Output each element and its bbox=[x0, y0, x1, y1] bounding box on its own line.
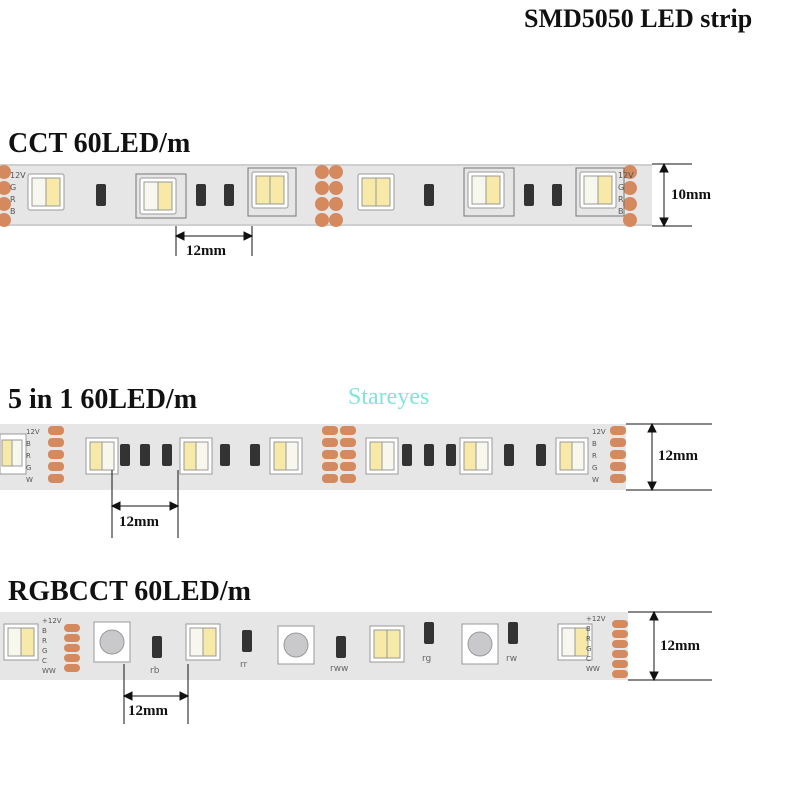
resistor-label-rr: rr bbox=[240, 660, 248, 670]
cct-resistor bbox=[96, 184, 562, 206]
pad-label: R bbox=[10, 195, 16, 204]
pad-label: G bbox=[10, 183, 17, 192]
rgbcct-width-dimension bbox=[628, 610, 712, 682]
pad-label: R bbox=[618, 195, 624, 204]
rgbcct-pitch-dimension bbox=[122, 664, 190, 724]
pad-label: B bbox=[586, 625, 591, 633]
pad-label: B bbox=[10, 207, 16, 216]
pad-label: 12V bbox=[10, 171, 26, 180]
pad-label: B bbox=[618, 207, 624, 216]
pad-label: W bbox=[26, 476, 33, 484]
pad-label: 12V bbox=[26, 428, 40, 436]
strip-label-5in1: 5 in 1 60LED/m bbox=[8, 384, 198, 415]
rgbcct-resistor bbox=[152, 622, 518, 658]
cct-solder-pads bbox=[0, 165, 637, 227]
pad-label: C bbox=[586, 655, 591, 663]
pad-label: WW bbox=[586, 665, 600, 673]
5in1-pad-labels-right: 12V B R G W bbox=[592, 426, 606, 486]
pad-label: C bbox=[42, 657, 47, 665]
pad-label: +12V bbox=[42, 617, 62, 625]
strip-label-rgbcct: RGBCCT 60LED/m bbox=[8, 576, 251, 607]
cct-width-dimension bbox=[652, 162, 692, 228]
5in1-solder-pads bbox=[48, 426, 626, 483]
pad-label: +12V bbox=[586, 615, 606, 623]
pad-label: B bbox=[42, 627, 47, 635]
resistor-label-rg: rg bbox=[422, 654, 432, 664]
pad-label: R bbox=[586, 635, 591, 643]
pad-label: G bbox=[618, 183, 625, 192]
page-title: SMD5050 LED strip bbox=[524, 4, 753, 33]
pad-label: G bbox=[26, 464, 32, 472]
5in1-pitch-dimension bbox=[110, 470, 180, 538]
cct-pad-labels: 12V G R B bbox=[10, 170, 26, 218]
resistor-label-rb: rb bbox=[150, 666, 160, 676]
cct-pitch-dimension bbox=[174, 226, 254, 256]
pad-label: 12V bbox=[618, 171, 634, 180]
pad-label: W bbox=[592, 476, 599, 484]
cct-pad-labels-right: 12V G R B bbox=[618, 170, 634, 218]
rgbcct-width-label: 12mm bbox=[660, 638, 700, 654]
5in1-width-dimension bbox=[626, 422, 712, 492]
pad-label: R bbox=[592, 452, 597, 460]
pad-label: 12V bbox=[592, 428, 606, 436]
pad-label: G bbox=[592, 464, 598, 472]
rgbcct-pitch-label: 12mm bbox=[128, 703, 168, 719]
rgbcct-strip-image bbox=[0, 610, 712, 724]
5in1-resistor bbox=[120, 444, 546, 466]
cct-pitch-label: 12mm bbox=[186, 243, 226, 259]
5in1-width-label: 12mm bbox=[658, 448, 698, 464]
5in1-strip-image bbox=[0, 422, 712, 538]
pad-label: B bbox=[26, 440, 31, 448]
rgbcct-solder-pads bbox=[64, 620, 628, 678]
cct-led bbox=[27, 167, 625, 219]
5in1-pitch-label: 12mm bbox=[119, 514, 159, 530]
pad-label: B bbox=[592, 440, 597, 448]
cct-strip-image bbox=[0, 162, 692, 256]
5in1-led bbox=[0, 433, 589, 475]
5in1-pad-labels: 12V B R G W bbox=[26, 426, 40, 486]
strip-label-cct: CCT 60LED/m bbox=[8, 128, 191, 159]
pad-label: WW bbox=[42, 667, 56, 675]
pad-label: R bbox=[42, 637, 47, 645]
cct-width-label: 10mm bbox=[671, 187, 711, 203]
pad-label: G bbox=[586, 645, 592, 653]
rgbcct-pad-labels-right: +12V B R G C WW bbox=[586, 614, 606, 674]
pad-label: G bbox=[42, 647, 48, 655]
rgbcct-led bbox=[3, 621, 593, 665]
watermark: Stareyes bbox=[348, 384, 430, 410]
resistor-label-rww: rww bbox=[330, 664, 349, 674]
resistor-label-rw: rw bbox=[506, 654, 518, 664]
rgbcct-pad-labels: +12V B R G C WW bbox=[42, 616, 62, 676]
pad-label: R bbox=[26, 452, 31, 460]
